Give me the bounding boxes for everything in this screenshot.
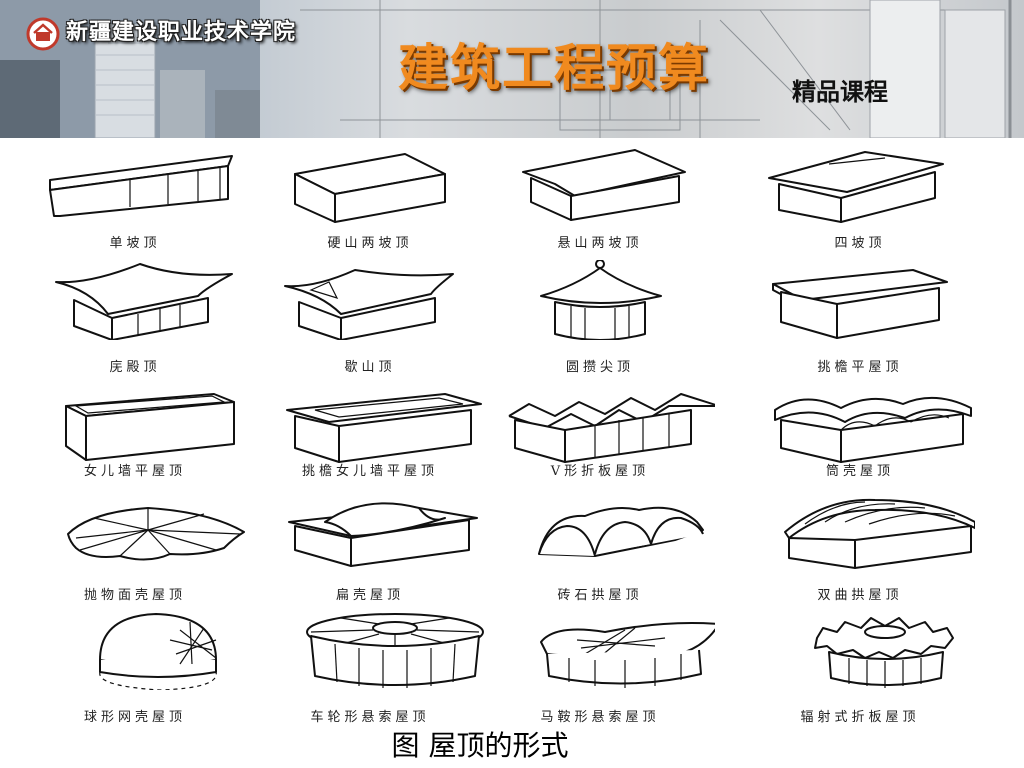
course-title: 建筑工程预算 (398, 39, 710, 97)
roof-item: 挑檐女儿墙平屋顶 (255, 386, 485, 479)
gable-hip-roof-drawing (284, 269, 454, 340)
roof-item: 四坡顶 (745, 144, 975, 251)
roof-label: 单坡顶 (109, 236, 161, 251)
roof-item: 球形网壳屋顶 (20, 610, 250, 725)
roof-item: 悬山两坡顶 (485, 144, 715, 251)
roof-label: 筒壳屋顶 (825, 464, 894, 479)
roof-item: 圆攒尖顶 (485, 260, 715, 375)
school-logo (26, 17, 60, 51)
roof-item: 马鞍形悬索屋顶 (485, 610, 715, 725)
roof-label: 马鞍形悬索屋顶 (540, 710, 660, 725)
roof-item: 扁壳屋顶 (255, 494, 485, 603)
roof-label: 歇山顶 (344, 360, 396, 375)
roof-label: V形折板屋顶 (550, 464, 650, 479)
roof-item: V形折板屋顶 (485, 386, 715, 479)
saddle-suspension-roof-drawing (540, 622, 715, 688)
wheel-suspension-roof-drawing (306, 613, 484, 688)
roof-label: 悬山两坡顶 (557, 236, 643, 251)
radial-folded-plate-roof-drawing (814, 617, 954, 688)
shallow-shell-roof-drawing (288, 502, 478, 567)
roof-label: 车轮形悬索屋顶 (310, 710, 430, 725)
hip-palace-roof-drawing (55, 263, 233, 340)
round-pyramidal-roof-drawing (540, 260, 662, 340)
hard-gable-roof-drawing (294, 153, 446, 223)
roof-item: 车轮形悬索屋顶 (255, 610, 485, 725)
banner-background (0, 0, 1012, 138)
roof-label: 抛物面壳屋顶 (83, 588, 186, 603)
header-banner: 新疆建设职业技术学院 建筑工程预算 精品课程 (0, 0, 1024, 138)
roof-label: 扁壳屋顶 (335, 588, 404, 603)
roof-label: 圆攒尖顶 (565, 360, 634, 375)
roof-item: 单坡顶 (20, 144, 250, 251)
shed-roof-drawing (49, 155, 233, 217)
roof-item: 筒壳屋顶 (745, 386, 975, 479)
roof-label: 球形网壳屋顶 (83, 710, 186, 725)
eave-parapet-flat-roof-drawing (286, 393, 482, 463)
roof-label: 女儿墙平屋顶 (83, 464, 186, 479)
school-name: 新疆建设职业技术学院 (66, 20, 297, 45)
roof-item: 抛物面壳屋顶 (20, 494, 250, 603)
roof-label: 挑檐平屋顶 (817, 360, 903, 375)
roof-item: 砖石拱屋顶 (485, 494, 715, 603)
roof-item: 硬山两坡顶 (255, 144, 485, 251)
roof-item: 挑檐平屋顶 (745, 260, 975, 375)
roof-item: 歇山顶 (255, 260, 485, 375)
masonry-arch-roof-drawing (538, 506, 704, 557)
eave-flat-roof-drawing (772, 269, 948, 339)
overhang-gable-roof-drawing (522, 149, 686, 221)
double-curvature-arch-roof-drawing (784, 498, 975, 569)
hip-roof-drawing (768, 151, 944, 223)
roof-label: 庑殿顶 (109, 360, 161, 375)
roof-label: 砖石拱屋顶 (557, 588, 643, 603)
parapet-flat-roof-drawing (65, 393, 235, 461)
roof-item: 辐射式折板屋顶 (745, 610, 975, 725)
spherical-lattice-shell-roof-drawing (99, 613, 217, 690)
course-tag: 精品课程 (792, 77, 888, 106)
roof-label: 四坡顶 (834, 236, 886, 251)
figure-caption: 图 屋顶的形式 (391, 729, 569, 762)
roof-types-figure: 单坡顶 硬山两坡顶 悬山两坡顶 四坡顶 (0, 138, 1024, 725)
barrel-shell-roof-drawing (774, 396, 972, 463)
roof-label: 硬山两坡顶 (327, 236, 413, 251)
v-folded-plate-roof-drawing (508, 393, 715, 463)
roof-item: 女儿墙平屋顶 (20, 386, 250, 479)
paraboloid-shell-roof-drawing (67, 507, 245, 561)
roof-label: 双曲拱屋顶 (817, 588, 903, 603)
roof-item: 庑殿顶 (20, 260, 250, 375)
roof-item: 双曲拱屋顶 (745, 494, 975, 603)
roof-label: 挑檐女儿墙平屋顶 (301, 464, 438, 479)
roof-label: 辐射式折板屋顶 (800, 710, 920, 725)
